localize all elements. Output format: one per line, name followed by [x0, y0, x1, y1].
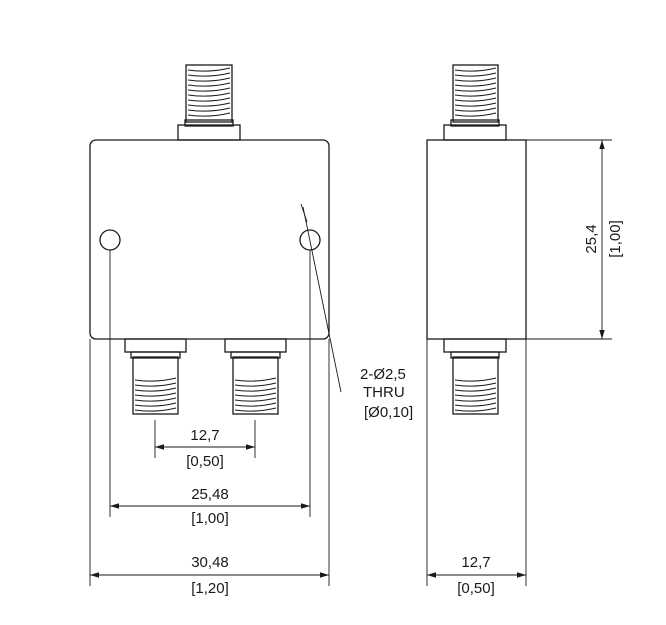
dim-body-height: 25,4 [1,00]: [526, 139, 624, 340]
hole-callout: 2-Ø2,5 THRU [Ø0,10]: [300, 203, 413, 421]
dim-body-depth-imperial: [0,50]: [457, 580, 495, 597]
thread-line: [187, 77, 231, 82]
thread-line: [454, 92, 497, 97]
thread-line: [187, 67, 231, 72]
thread-line: [134, 377, 177, 382]
front-view: [89, 64, 330, 415]
thread-line: [454, 392, 497, 397]
side-bottom-connector-threads: [454, 377, 497, 412]
thread-line: [134, 387, 177, 392]
dim-hole-spacing-metric: 25,48: [191, 486, 229, 503]
front-bottom-left-threads: [134, 377, 177, 412]
dim-port-spacing: 12,7 [0,50]: [154, 420, 256, 470]
thread-line: [234, 397, 277, 402]
thread-line: [187, 97, 231, 102]
front-bottom-right-threads: [234, 377, 277, 412]
dim-body-width: 30,48 [1,20]: [89, 339, 330, 597]
thread-line: [187, 87, 231, 92]
dim-port-spacing-metric: 12,7: [190, 427, 219, 444]
thread-line: [454, 107, 497, 112]
thread-line: [234, 382, 277, 387]
thread-line: [234, 377, 277, 382]
hole-note-line1: 2-Ø2,5: [360, 366, 406, 383]
thread-line: [454, 397, 497, 402]
thread-line: [454, 87, 497, 92]
front-top-connector: [177, 64, 241, 141]
thread-line: [187, 82, 231, 87]
hole-note-line3: [Ø0,10]: [364, 404, 413, 421]
thread-line: [134, 392, 177, 397]
thread-line: [454, 402, 497, 407]
dim-body-depth: 12,7 [0,50]: [426, 339, 527, 597]
side-view: [426, 64, 527, 415]
side-top-connector: [443, 64, 507, 141]
thread-line: [454, 382, 497, 387]
thread-line: [187, 107, 231, 112]
thread-line: [134, 382, 177, 387]
thread-line: [187, 92, 231, 97]
thread-line: [454, 72, 497, 77]
thread-line: [234, 392, 277, 397]
dim-body-depth-metric: 12,7: [461, 554, 490, 571]
side-top-connector-threads: [454, 67, 497, 117]
thread-line: [234, 402, 277, 407]
dim-body-width-metric: 30,48: [191, 554, 229, 571]
mounting-hole-left: [99, 229, 121, 251]
dim-port-spacing-imperial: [0,50]: [186, 453, 224, 470]
thread-line: [234, 387, 277, 392]
front-body: [89, 139, 330, 340]
thread-line: [134, 402, 177, 407]
thread-line: [454, 102, 497, 107]
thread-line: [454, 407, 497, 412]
thread-line: [187, 72, 231, 77]
thread-line: [134, 407, 177, 412]
dim-body-height-imperial: [1,00]: [607, 220, 624, 258]
dim-body-height-metric: 25,4: [583, 224, 600, 253]
front-top-connector-threads: [187, 67, 231, 117]
dim-body-width-imperial: [1,20]: [191, 580, 229, 597]
dim-hole-spacing-imperial: [1,00]: [191, 510, 229, 527]
thread-line: [187, 112, 231, 117]
hole-note-line2: THRU: [363, 384, 405, 401]
dim-hole-spacing: 25,48 [1,00]: [109, 250, 311, 527]
thread-line: [187, 102, 231, 107]
thread-line: [454, 77, 497, 82]
thread-line: [454, 97, 497, 102]
side-bottom-connector: [443, 338, 507, 415]
front-bottom-connector-left: [124, 338, 187, 415]
side-body: [426, 139, 527, 340]
thread-line: [454, 112, 497, 117]
thread-line: [454, 387, 497, 392]
thread-line: [454, 67, 497, 72]
thread-line: [134, 397, 177, 402]
thread-line: [454, 82, 497, 87]
thread-line: [454, 377, 497, 382]
thread-line: [234, 407, 277, 412]
front-bottom-connector-right: [224, 338, 287, 415]
